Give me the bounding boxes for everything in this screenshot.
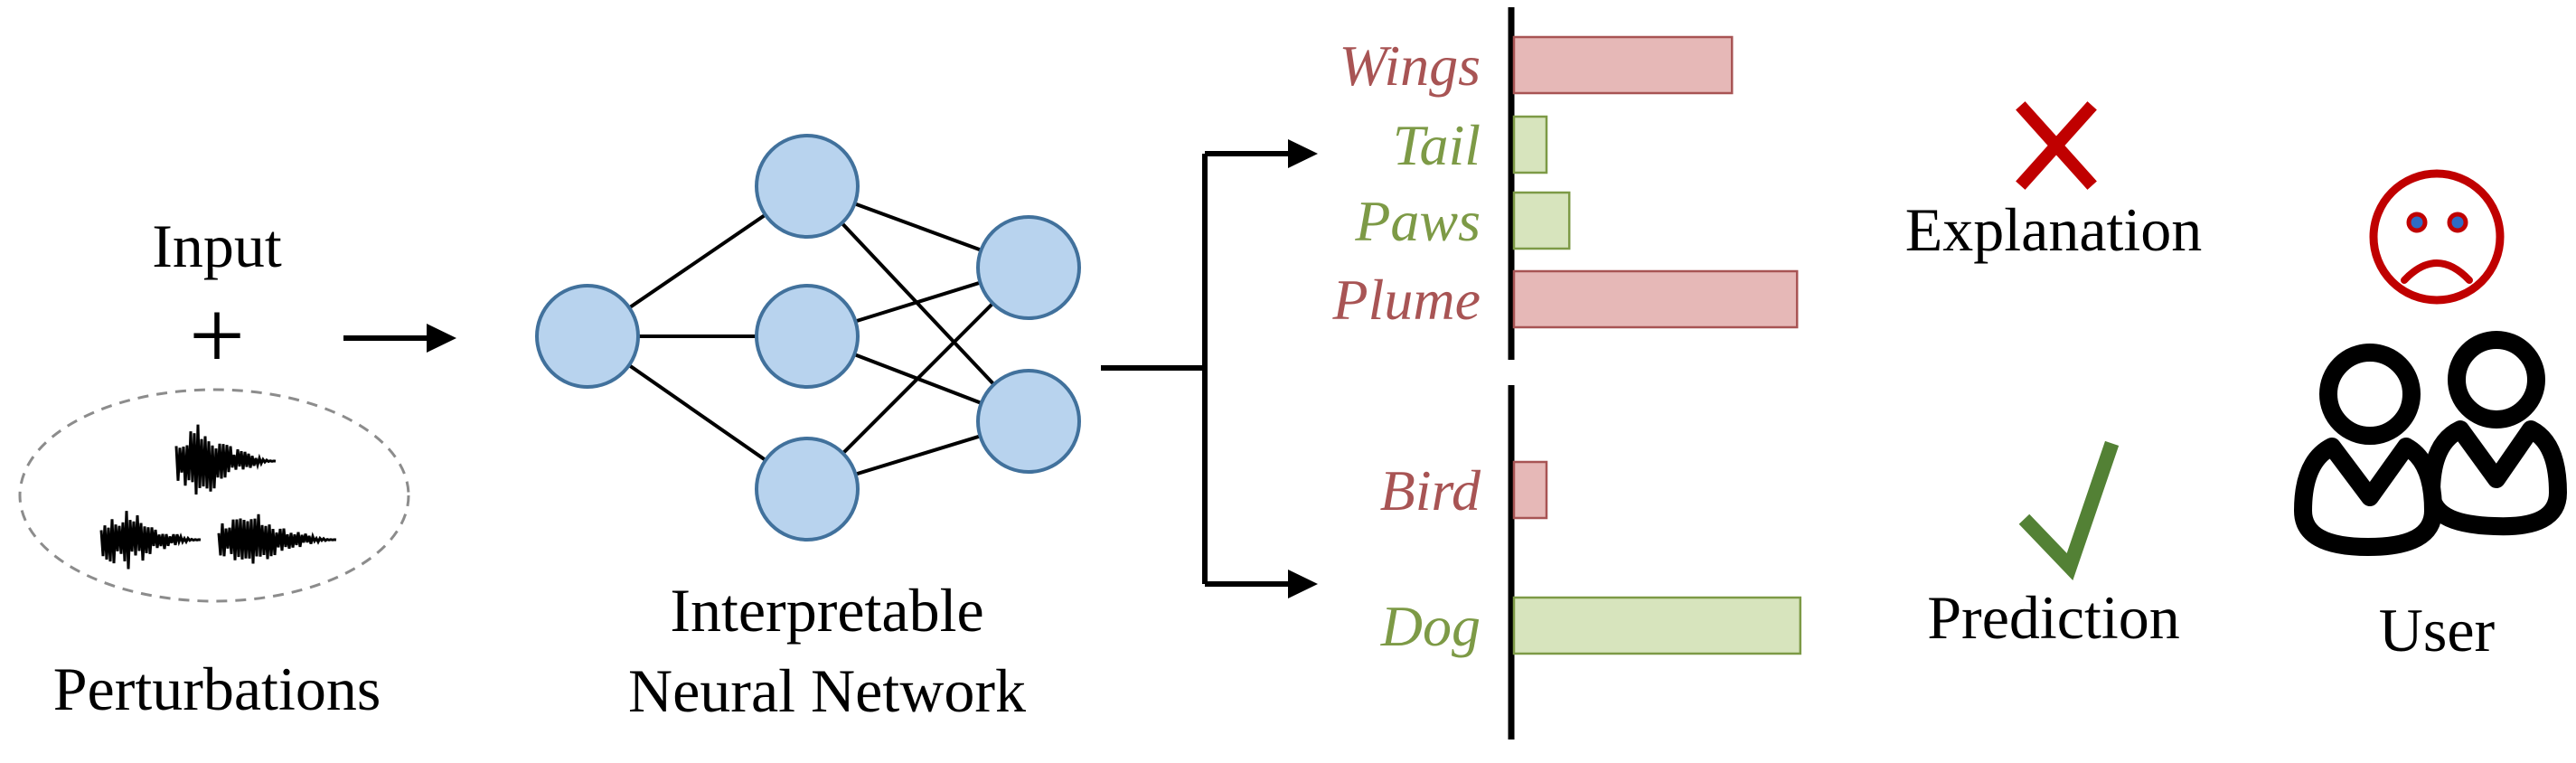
arrow-head-prediction — [1288, 570, 1318, 598]
waveform-group — [99, 424, 337, 570]
label-dog: Dog — [1380, 594, 1481, 658]
input-arrow-head — [427, 324, 456, 353]
explanation-label: Explanation — [1905, 195, 2203, 264]
bar-dog — [1512, 596, 1802, 655]
check-icon — [2018, 440, 2120, 581]
sad-face-icon — [2369, 169, 2505, 305]
label-tail: Tail — [1393, 113, 1481, 177]
label-paws: Paws — [1354, 189, 1481, 253]
waveform-icon — [174, 424, 277, 495]
perturbations-ellipse — [18, 388, 410, 603]
cross-icon — [2016, 101, 2097, 190]
network-node — [976, 215, 1081, 320]
network-node — [755, 134, 860, 239]
user-group-icon — [2294, 331, 2567, 556]
network-node — [755, 437, 860, 542]
network-node — [755, 284, 860, 389]
bar-plume — [1512, 269, 1799, 329]
user-label: User — [2379, 596, 2496, 664]
label-wings: Wings — [1340, 33, 1481, 98]
input-label: Input — [152, 212, 282, 280]
bar-tail — [1512, 115, 1548, 174]
bar-wings — [1512, 35, 1734, 95]
arrow-head-explanation — [1288, 139, 1318, 168]
network-label-line1: Interpretable — [670, 576, 983, 645]
bar-paws — [1512, 191, 1571, 250]
label-plume: Plume — [1332, 268, 1481, 332]
perturbations-label: Perturbations — [53, 655, 381, 723]
network-label-line2: Neural Network — [628, 656, 1026, 725]
branch-arrows — [1101, 139, 1318, 598]
plus-sign: + — [189, 280, 245, 391]
network-node — [976, 369, 1081, 474]
label-bird: Bird — [1380, 458, 1481, 523]
prediction-label: Prediction — [1927, 583, 2180, 652]
network-nodes — [535, 134, 1081, 542]
waveform-icon — [99, 511, 202, 570]
waveform-icon — [217, 513, 337, 564]
bar-bird — [1512, 460, 1548, 520]
network-node — [535, 284, 640, 389]
